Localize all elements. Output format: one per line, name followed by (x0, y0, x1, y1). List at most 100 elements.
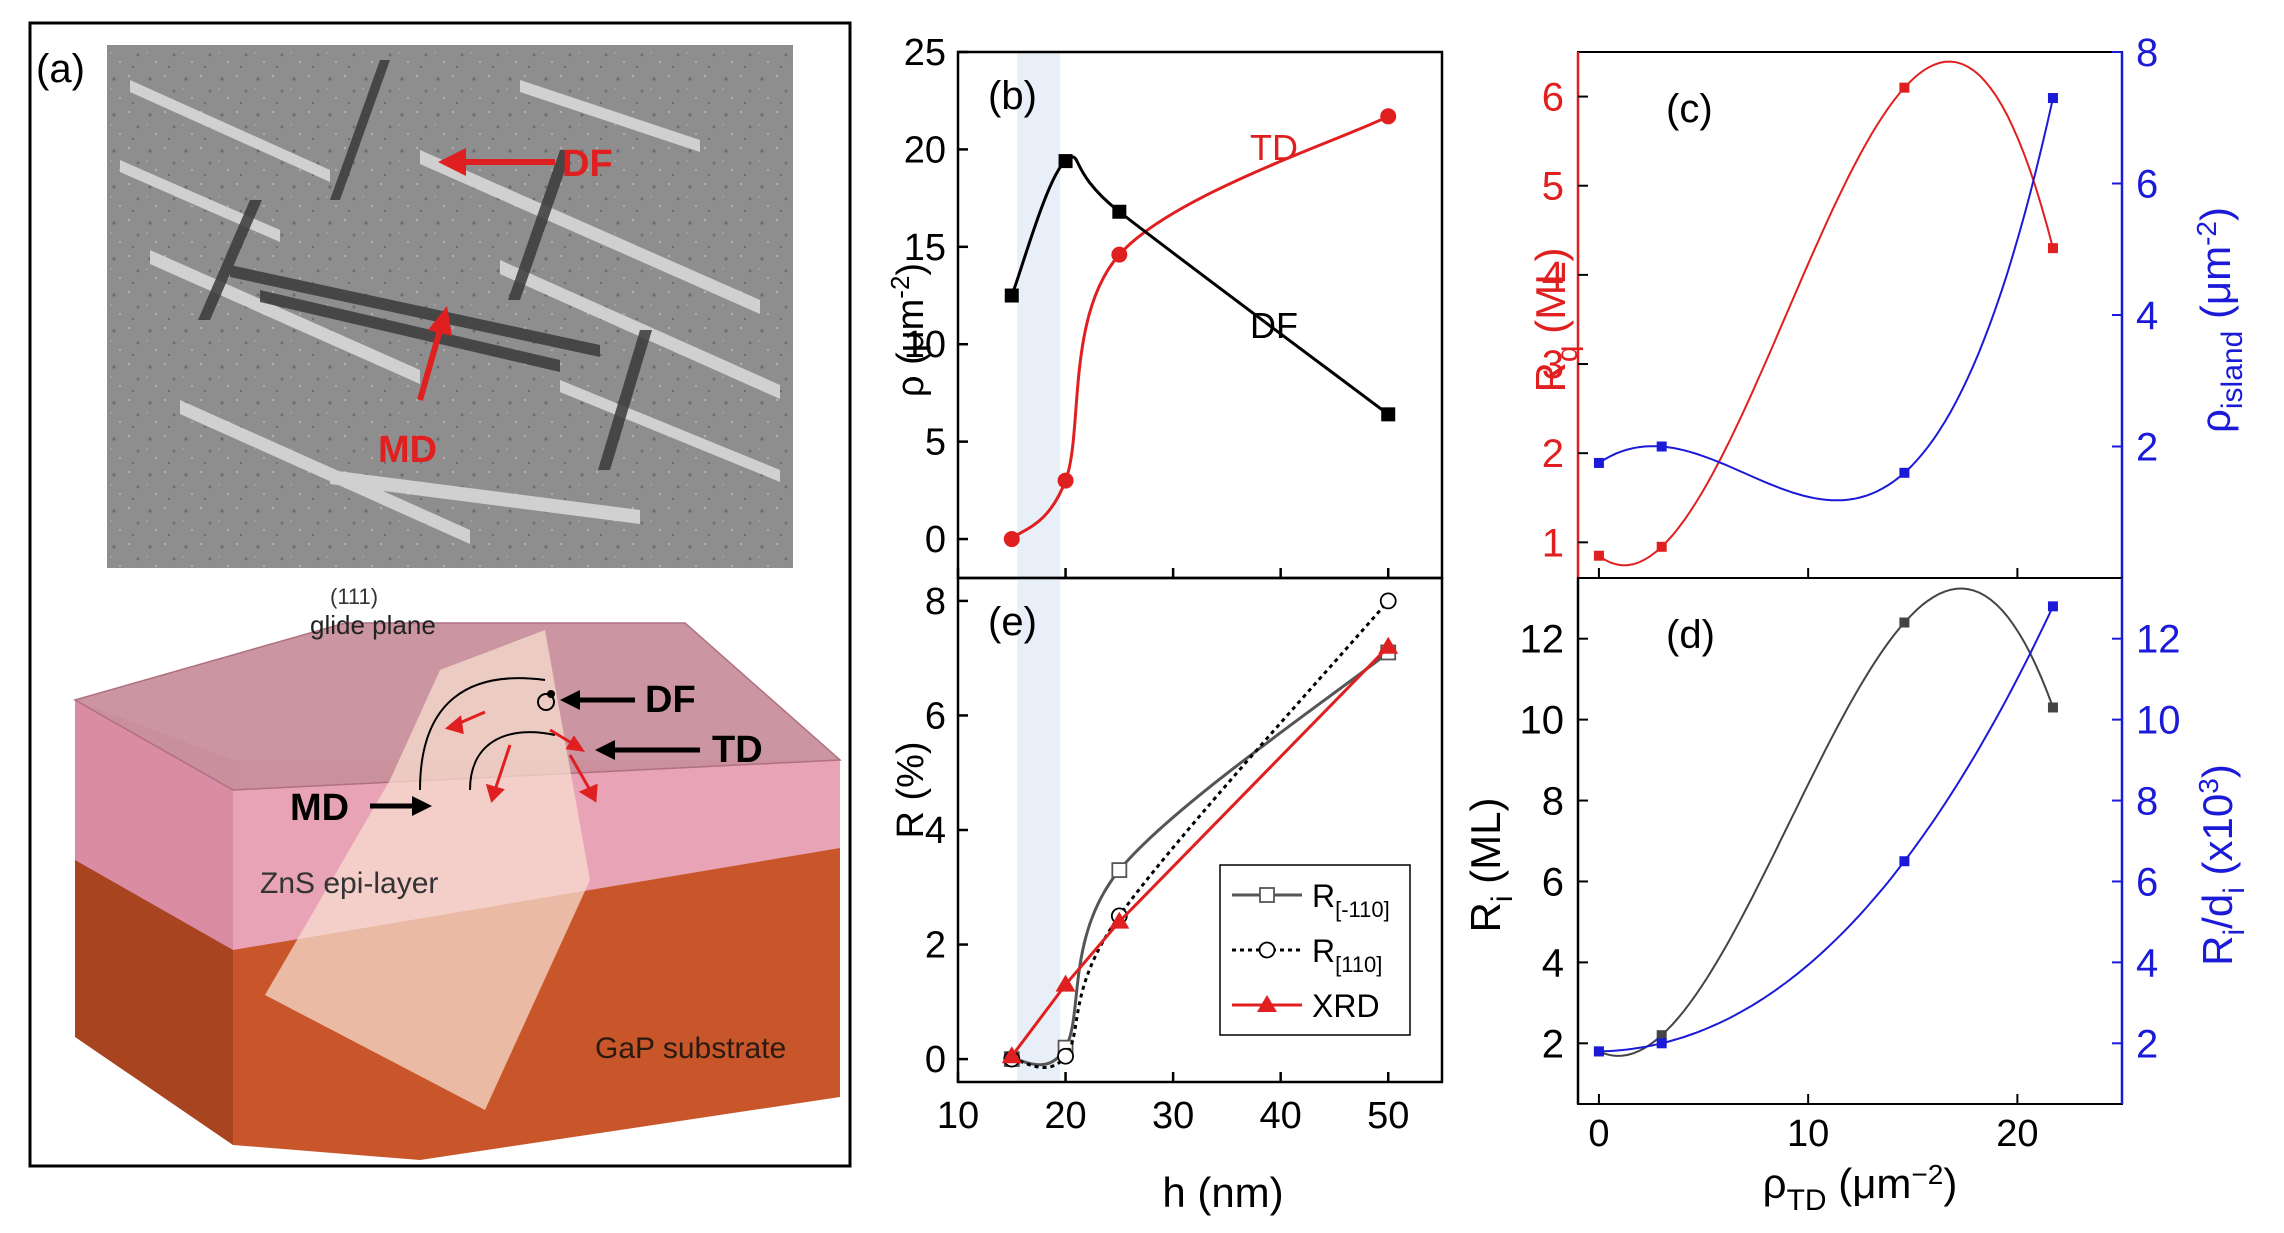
glide-plane-text: glide plane (310, 610, 436, 640)
sem-md-label: MD (378, 429, 437, 471)
e-legend-label: R[-110] (1312, 878, 1390, 922)
chart-e-ytick-label: 0 (925, 1039, 946, 1081)
sem-df-label: DF (562, 143, 613, 185)
e-series-line-R[-110] (1011, 651, 1390, 1067)
sem-df-arrow (438, 148, 555, 176)
chart-b-ytick-label: 5 (925, 422, 946, 464)
e-series-line-XRD (1010, 645, 1390, 1058)
schematic-td-label: TD (712, 729, 763, 771)
e-point-XRD (1378, 636, 1399, 654)
chart-d-ytick-left-label: 8 (1542, 780, 1564, 824)
chart-d-ytick-right-label: 2 (2136, 1022, 2158, 1066)
chart-c-point-Rq (2047, 243, 2058, 254)
chart-d-frame (1577, 577, 2123, 1105)
chart-d-ytick-left-label: 10 (1520, 699, 1565, 743)
e-legend-marker (1258, 941, 1276, 959)
e-legend-marker (1259, 887, 1275, 903)
schematic (73, 622, 842, 1160)
chart-b-ytick-label: 10 (904, 324, 946, 366)
e-ylabel: R (%) (890, 741, 932, 838)
b-point-DF (1112, 204, 1127, 219)
chart-e-panel-label: (e) (988, 600, 1037, 644)
chart-e-xtick-label: 40 (1260, 1095, 1302, 1137)
chart-b-ytick-label: 15 (904, 227, 946, 269)
chart-b-ytick-label: 20 (904, 129, 946, 171)
chart-d-ytick-left-label: 12 (1520, 618, 1565, 662)
e-legend-label: XRD (1312, 988, 1380, 1024)
chart-c-fit-Rq (1598, 60, 2054, 567)
e-xlabel: h (nm) (1162, 1169, 1283, 1216)
chart-e-ytick-label: 6 (925, 695, 946, 737)
chart-d-ytick-right-label: 6 (2136, 860, 2158, 904)
chart-c-ytick-left-label: 2 (1542, 432, 1564, 476)
chart-c-ytick-left-label: 1 (1542, 521, 1564, 565)
d-ylabel-right: Ri/di (x103) (2193, 764, 2251, 966)
chart-c-point-ρisland (2047, 93, 2058, 104)
e-point-XRD (1109, 911, 1130, 929)
chart-e-xtick-label: 10 (937, 1095, 979, 1137)
b-point-TD (1003, 531, 1020, 548)
chart-d-point-Ri/di (2047, 601, 2058, 612)
b-point-DF (1058, 154, 1073, 169)
chart-d-ytick-right-label: 10 (2136, 699, 2181, 743)
chart-d-ytick-right-label: 4 (2136, 941, 2158, 985)
chart-d-point-Ri (1899, 617, 1910, 628)
e-point-R[110] (1057, 1047, 1074, 1065)
chart-b-panel-label: (b) (988, 74, 1037, 118)
chart-c-point-Rq (1899, 82, 1910, 93)
chart-b-highlight-band (1017, 52, 1061, 578)
d-ylabel-left: Ri (ML) (1462, 797, 1519, 932)
chart-c-ytick-left-label: 6 (1542, 76, 1564, 120)
chart-d-ytick-right-label: 8 (2136, 780, 2158, 824)
b-df-series-label: DF (1250, 305, 1298, 346)
e-point-XRD (1055, 974, 1076, 992)
substrate-label: GaP substrate (595, 1032, 786, 1065)
chart-c-point-ρisland (1656, 441, 1667, 452)
b-point-DF (1004, 288, 1019, 303)
e-legend-label: R[110] (1312, 933, 1382, 977)
e-point-R[-110] (1111, 862, 1128, 878)
chart-d-xtick-label: 20 (1996, 1113, 2038, 1155)
chart-c-panel-label: (c) (1666, 87, 1713, 131)
chart-d-point-Ri (2047, 702, 2058, 713)
b-point-DF (1381, 407, 1396, 422)
b-series-line-DF (1010, 155, 1390, 416)
b-td-series-label: TD (1250, 127, 1298, 168)
chart-c-fit-ρisland (1598, 97, 2054, 502)
e-legend-marker (1257, 995, 1277, 1012)
e-point-XRD (1001, 1046, 1022, 1064)
chart-e-highlight-band (1017, 578, 1061, 1082)
c-ylabel-left: Rq (ML) (1527, 247, 1584, 392)
chart-c-point-ρisland (1899, 467, 1910, 478)
chart-d-xtick-label: 10 (1787, 1113, 1829, 1155)
c-ylabel-right: ρisland (μm-2) (2191, 207, 2249, 433)
chart-e-ytick-label: 2 (925, 925, 946, 967)
chart-c-ytick-left-label: 3 (1542, 343, 1564, 387)
chart-b-ytick-label: 25 (904, 32, 946, 74)
chart-c-point-Rq (1656, 541, 1667, 552)
schematic-md-label: MD (290, 787, 349, 829)
chart-d-point-Ri/di (1593, 1046, 1604, 1057)
chart-e-xtick-label: 20 (1044, 1095, 1086, 1137)
chart-c-point-Rq (1593, 550, 1604, 561)
chart-d-point-Ri/di (1899, 856, 1910, 867)
epi-layer-label: ZnS epi-layer (260, 867, 438, 900)
chart-d-fit-Ri (1598, 587, 2054, 1057)
b-point-TD (1111, 246, 1128, 263)
chart-d-point-Ri (1656, 1030, 1667, 1041)
chart-c-ytick-right-label: 4 (2136, 294, 2158, 338)
chart-c-ytick-right-label: 6 (2136, 163, 2158, 207)
d-xlabel: ρTD (μm−2) (1763, 1159, 1958, 1217)
schematic-df-label: DF (645, 679, 696, 721)
chart-c-ytick-left-label: 5 (1542, 165, 1564, 209)
chart-d-panel-label: (d) (1666, 613, 1715, 657)
chart-e-ytick-label: 4 (925, 810, 946, 852)
chart-d-ytick-left-label: 2 (1542, 1022, 1564, 1066)
e-point-R[110] (1379, 592, 1397, 610)
chart-d-ytick-left-label: 4 (1542, 941, 1564, 985)
chart-e-xtick-label: 30 (1152, 1095, 1194, 1137)
